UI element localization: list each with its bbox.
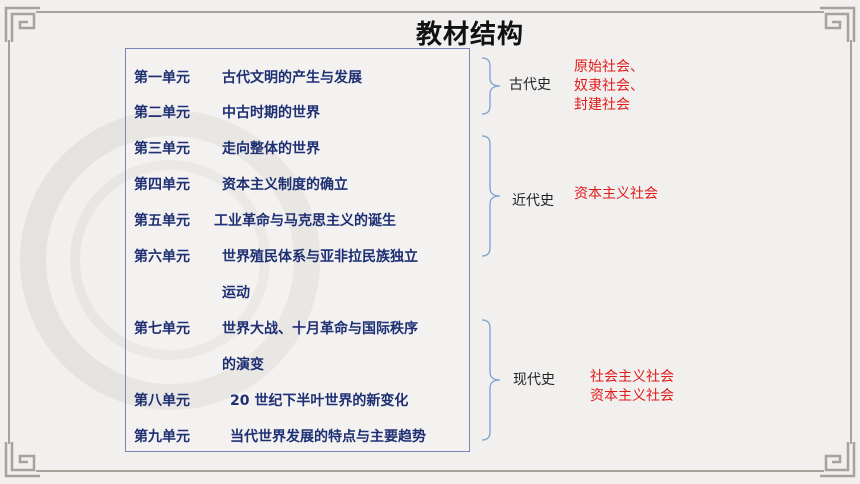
society-item: 社会主义社会 xyxy=(590,369,674,385)
unit-name: 20 世纪下半叶世界的新变化 xyxy=(230,393,409,409)
frame-top-line xyxy=(36,11,824,13)
unit-name: 中古时期的世界 xyxy=(222,105,320,121)
bracket-modern xyxy=(481,135,501,257)
unit-number: 第一单元 xyxy=(134,70,190,86)
era-label-modern: 近代史 xyxy=(512,193,554,209)
society-item: 资本主义社会 xyxy=(574,186,658,202)
unit-name-continued: 运动 xyxy=(222,285,250,301)
society-item: 原始社会、 xyxy=(574,59,644,75)
bracket-ancient xyxy=(481,57,501,115)
page-title: 教材结构 xyxy=(415,20,524,50)
unit-name: 工业革命与马克思主义的诞生 xyxy=(214,213,396,229)
frame-left-line xyxy=(8,40,10,444)
unit-number: 第七单元 xyxy=(134,321,190,337)
corner-ornament-bottom-right xyxy=(820,442,856,478)
unit-name: 当代世界发展的特点与主要趋势 xyxy=(230,429,426,445)
unit-name: 走向整体的世界 xyxy=(222,141,320,157)
unit-name: 古代文明的产生与发展 xyxy=(222,70,362,86)
era-label-contemporary: 现代史 xyxy=(513,372,555,388)
unit-number: 第四单元 xyxy=(134,177,190,193)
unit-number: 第三单元 xyxy=(134,141,190,157)
society-item: 资本主义社会 xyxy=(590,388,674,404)
unit-list-box: 第一单元 古代文明的产生与发展 第二单元 中古时期的世界 第三单元 走向整体的世… xyxy=(125,48,470,452)
frame-bottom-line xyxy=(36,470,824,472)
corner-ornament-bottom-left xyxy=(4,442,40,478)
unit-name-continued: 的演变 xyxy=(222,357,264,373)
corner-ornament-top-left xyxy=(4,6,40,42)
era-label-ancient: 古代史 xyxy=(509,77,551,93)
society-modern: 资本主义社会 xyxy=(574,185,658,204)
unit-number: 第六单元 xyxy=(134,249,190,265)
frame-right-line xyxy=(850,40,852,444)
bracket-contemporary xyxy=(481,319,501,441)
society-contemporary: 社会主义社会 资本主义社会 xyxy=(590,368,674,406)
unit-name: 世界殖民体系与亚非拉民族独立 xyxy=(222,249,418,265)
corner-ornament-top-right xyxy=(820,6,856,42)
society-item: 封建社会 xyxy=(574,97,630,113)
unit-number: 第二单元 xyxy=(134,105,190,121)
unit-name: 资本主义制度的确立 xyxy=(222,177,348,193)
society-item: 奴隶社会、 xyxy=(574,78,644,94)
unit-number: 第九单元 xyxy=(134,429,190,445)
unit-name: 世界大战、十月革命与国际秩序 xyxy=(222,321,418,337)
watermark-inner-circle xyxy=(70,160,270,360)
society-ancient: 原始社会、 奴隶社会、 封建社会 xyxy=(574,58,644,115)
unit-number: 第八单元 xyxy=(134,393,190,409)
unit-number: 第五单元 xyxy=(134,213,190,229)
